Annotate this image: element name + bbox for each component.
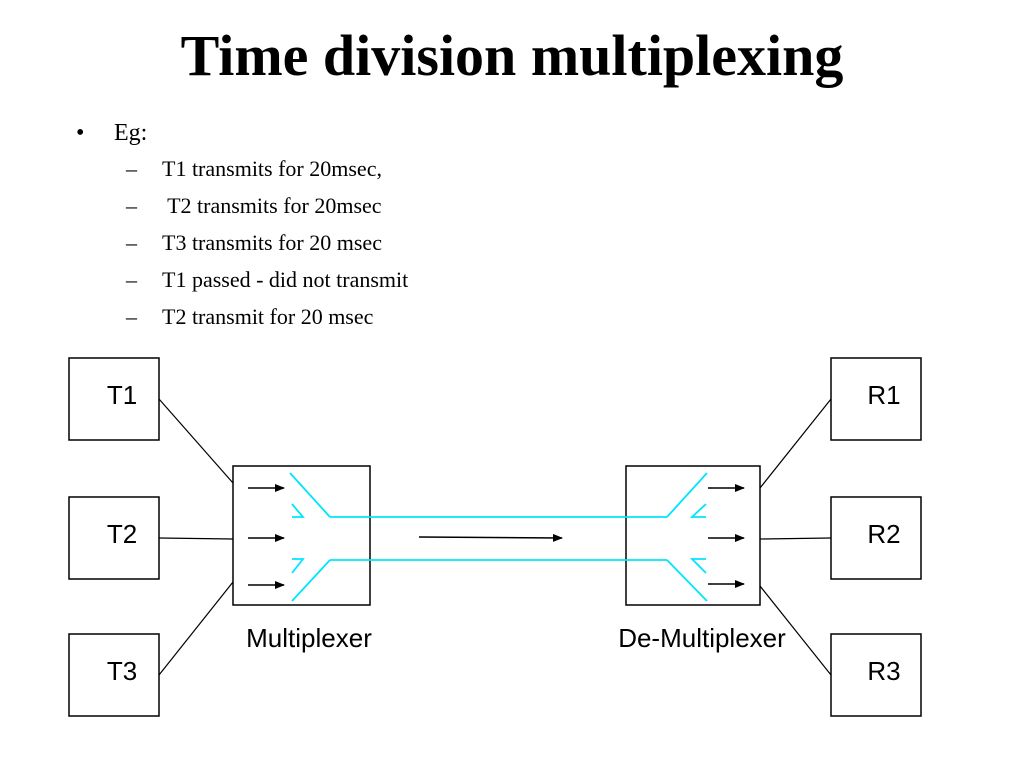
sub-bullet-item: – T1 passed - did not transmit [76, 267, 408, 304]
demultiplexer-label: De-Multiplexer [618, 623, 786, 653]
mux-funnel-line [289, 472, 331, 518]
transmitter-label: T3 [107, 656, 137, 686]
sub-bullet-list: – T1 transmits for 20msec, – T2 transmit… [76, 156, 408, 341]
sub-bullet-text: T2 transmit for 20 msec [162, 304, 374, 329]
receiver-r2: R2 [830, 496, 922, 580]
t3-connection [158, 581, 234, 676]
mux-funnel-line [291, 559, 331, 602]
transmitter-t2: T2 [68, 496, 160, 580]
shared-channel [289, 472, 708, 602]
t2-connection [158, 537, 234, 540]
output-connections [759, 398, 832, 676]
sub-bullet-text: T2 transmits for 20msec [162, 193, 382, 218]
demux-funnel-line [689, 558, 707, 574]
dash-marker: – [126, 304, 137, 329]
signal-arrows [248, 484, 745, 589]
bullet-marker: • [76, 120, 85, 146]
bullet-list: • Eg: – T1 transmits for 20msec, – T2 tr… [76, 120, 408, 341]
transmitter-label: T1 [107, 380, 137, 410]
dash-marker: – [126, 230, 137, 255]
sub-bullet-text: T1 passed - did not transmit [162, 267, 409, 292]
bullet-item: • Eg: [76, 120, 408, 156]
receiver-r1: R1 [830, 357, 922, 441]
transmitter-t1: T1 [68, 357, 160, 441]
r1-connection [759, 398, 832, 489]
receiver-label: R3 [867, 656, 900, 686]
t1-connection [158, 398, 234, 484]
receiver-label: R2 [867, 519, 900, 549]
transmitter-t3: T3 [68, 633, 160, 717]
demux-funnel-line [689, 503, 707, 518]
sub-bullet-item: – T1 transmits for 20msec, [76, 156, 408, 193]
sub-bullet-text: T3 transmits for 20 msec [162, 230, 382, 255]
channel-flow-arrow [418, 533, 563, 542]
mux-funnel-line [291, 558, 305, 574]
sub-bullet-item: – T2 transmits for 20msec [76, 193, 408, 230]
dash-marker: – [126, 193, 137, 218]
mux-funnel-line [291, 503, 305, 518]
receiver-r3: R3 [830, 633, 922, 717]
dash-marker: – [126, 267, 137, 292]
slide-title: Time division multiplexing [180, 23, 844, 88]
transmitter-label: T2 [107, 519, 137, 549]
demux-funnel-line [666, 559, 708, 602]
sub-bullet-item: – T3 transmits for 20 msec [76, 230, 408, 267]
r3-connection [759, 585, 832, 676]
bullet-text: Eg: [114, 120, 148, 146]
r2-connection [759, 537, 832, 540]
multiplexer-label: Multiplexer [246, 623, 372, 653]
multiplexer-box [232, 465, 371, 606]
dash-marker: – [126, 156, 137, 181]
demux-funnel-line [666, 472, 708, 518]
receiver-label: R1 [867, 380, 900, 410]
sub-bullet-text: T1 transmits for 20msec, [162, 156, 382, 181]
input-connections [158, 398, 234, 676]
sub-bullet-item: – T2 transmit for 20 msec [76, 304, 408, 341]
